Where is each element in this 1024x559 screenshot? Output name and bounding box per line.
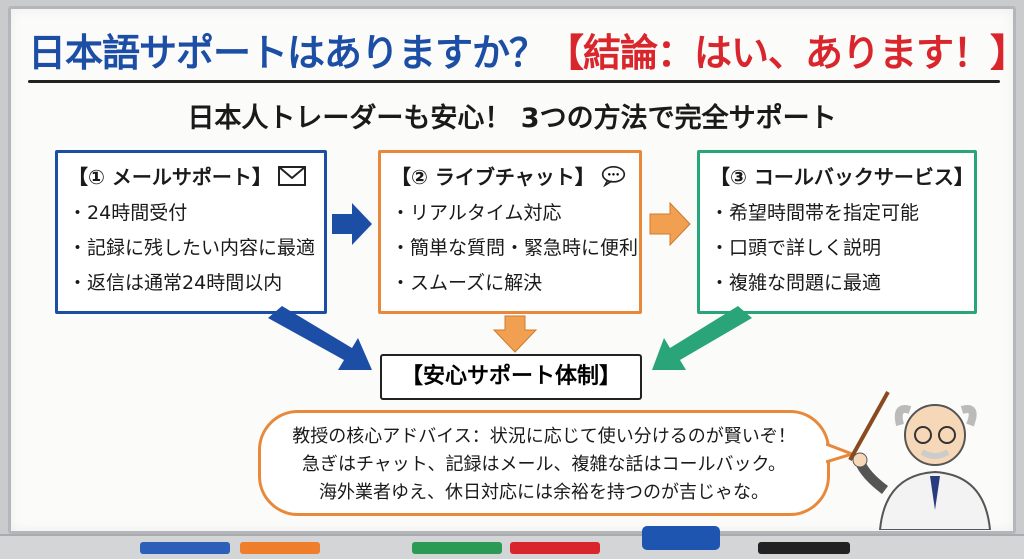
eraser-icon[interactable] bbox=[642, 526, 720, 550]
orange-down-arrow bbox=[492, 315, 538, 353]
advice-line: 急ぎはチャット、記録はメール、複雑な話はコールバック。 bbox=[301, 454, 787, 475]
callback-point: 口頭で詳しく説明 bbox=[710, 231, 964, 266]
marker-tray bbox=[0, 526, 1024, 559]
black-marker-icon[interactable] bbox=[758, 542, 850, 554]
subtitle: 日本人トレーダーも安心！ 3つの方法で完全サポート bbox=[187, 103, 837, 134]
callback-point: 複雑な問題に最適 bbox=[710, 266, 964, 301]
red-marker-icon[interactable] bbox=[510, 542, 600, 554]
envelope-icon bbox=[277, 165, 306, 186]
advice-line: 海外業者ゆえ、休日対応には余裕を持つのが吉じゃな。 bbox=[319, 482, 769, 503]
email-support-heading: 【① メールサポート】 bbox=[68, 165, 272, 189]
chat-bubble-icon bbox=[601, 165, 625, 187]
orange-marker-icon[interactable] bbox=[240, 542, 320, 554]
callback-point: 希望時間帯を指定可能 bbox=[710, 196, 964, 231]
orange-right-arrow bbox=[649, 201, 691, 247]
professor-illustration bbox=[848, 391, 992, 530]
callback-service-box: 【③ コールバックサービス】 希望時間帯を指定可能 口頭で詳しく説明 複雑な問題… bbox=[697, 150, 977, 314]
chat-point: リアルタイム対応 bbox=[391, 196, 629, 231]
green-diagonal-arrow bbox=[652, 306, 752, 370]
email-point: 返信は通常24時間以内 bbox=[68, 266, 314, 301]
advice-line: 教授の核心アドバイス：状況に応じて使い分けるのが賢いぞ！ bbox=[292, 426, 796, 447]
email-point: 24時間受付 bbox=[68, 196, 314, 231]
callback-heading: 【③ コールバックサービス】 bbox=[710, 165, 974, 189]
green-marker-icon[interactable] bbox=[412, 542, 502, 554]
live-chat-heading: 【② ライブチャット】 bbox=[391, 165, 595, 189]
title-answer: 【結論：はい、あります！】 bbox=[546, 31, 1024, 75]
chat-point: スムーズに解決 bbox=[391, 266, 629, 301]
chat-point: 簡単な質問・緊急時に便利 bbox=[391, 231, 638, 266]
blue-diagonal-arrow bbox=[268, 306, 372, 370]
blue-marker-icon[interactable] bbox=[140, 542, 230, 554]
support-system-label: 【安心サポート体制】 bbox=[380, 354, 642, 400]
title-question: 日本語サポートはありますか？ bbox=[28, 31, 547, 75]
advice-speech-bubble: 教授の核心アドバイス：状況に応じて使い分けるのが賢いぞ！ 急ぎはチャット、記録は… bbox=[258, 410, 830, 516]
title-underline bbox=[28, 80, 1000, 83]
blue-right-arrow bbox=[332, 203, 372, 245]
email-point: 記録に残したい内容に最適 bbox=[68, 231, 315, 266]
email-support-box: 【① メールサポート】 24時間受付 記録に残したい内容に最適 返信は通常24時… bbox=[55, 150, 327, 314]
main-title: 日本語サポートはありますか？【結論：はい、あります！】 bbox=[28, 22, 1024, 77]
live-chat-box: 【② ライブチャット】 リアルタイム対応 簡単な質問・緊急時に便利 スムーズに解… bbox=[378, 150, 642, 314]
pointer-stick-icon bbox=[848, 391, 890, 461]
